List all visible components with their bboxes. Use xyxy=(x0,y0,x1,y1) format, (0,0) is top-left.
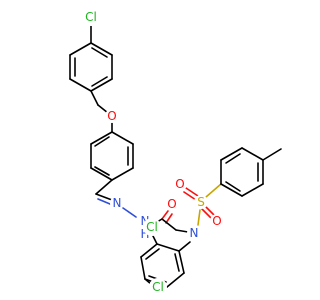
imine-nitrogen-atom: N xyxy=(110,196,124,210)
bond-s-o-a-1 xyxy=(185,187,199,197)
bond-ch2-o xyxy=(97,104,109,114)
svg-text:Cl: Cl xyxy=(146,220,158,234)
bond-ring-c-methyl xyxy=(262,148,282,161)
molecule-structure: Cl O N N H O N S O O Cl Cl xyxy=(69,8,282,296)
sulfonyl-oxygen-atom-a: O xyxy=(173,177,187,191)
bond-s-o-b-2 xyxy=(201,208,212,219)
chlorine-atom-para: Cl xyxy=(149,278,167,296)
bond-ch-n-imine-1 xyxy=(95,193,113,201)
bond-carbonyl-ch2 xyxy=(161,218,177,231)
bond-s-o-a-2 xyxy=(183,191,197,201)
tolyl-ring xyxy=(220,147,264,197)
svg-text:O: O xyxy=(167,197,176,211)
bond-ch-n-imine-2 xyxy=(97,198,111,205)
svg-text:N: N xyxy=(113,196,122,210)
sulfonyl-oxygen-atom-b: O xyxy=(210,214,224,228)
chlorine-atom-top: Cl xyxy=(82,8,100,26)
bond-carbonyl-o-1 xyxy=(161,210,169,220)
bond-s-ring-c xyxy=(205,183,222,198)
svg-text:O: O xyxy=(175,177,184,191)
svg-text:S: S xyxy=(197,195,205,209)
svg-text:O: O xyxy=(212,214,221,228)
carbonyl-oxygen-atom: O xyxy=(165,197,179,211)
benzylidene-ring xyxy=(90,131,134,181)
chlorobenzyl-ring xyxy=(69,42,113,92)
svg-text:Cl: Cl xyxy=(85,10,97,24)
bond-s-o-b-1 xyxy=(204,205,215,216)
bond-ch2-n-sulfonamide xyxy=(175,229,189,233)
bond-ring-a-ch2 xyxy=(90,90,99,106)
hydrazide-hydrogen: H xyxy=(140,227,149,241)
chlorine-atom-ortho: Cl xyxy=(143,218,161,236)
svg-text:N: N xyxy=(141,214,150,228)
sulfur-atom: S xyxy=(194,195,208,209)
bond-n-s xyxy=(197,209,201,226)
sulfonamide-nitrogen-atom: N xyxy=(187,226,201,240)
bond-ring-b-ch xyxy=(95,179,113,195)
ether-oxygen-atom: O xyxy=(105,109,119,123)
svg-text:N: N xyxy=(190,226,199,240)
bond-n-ring-d xyxy=(178,241,191,252)
bond-carbonyl-o-2 xyxy=(165,213,173,224)
bond-n-n xyxy=(122,207,137,218)
svg-text:Cl: Cl xyxy=(152,280,164,294)
svg-text:O: O xyxy=(107,109,116,123)
